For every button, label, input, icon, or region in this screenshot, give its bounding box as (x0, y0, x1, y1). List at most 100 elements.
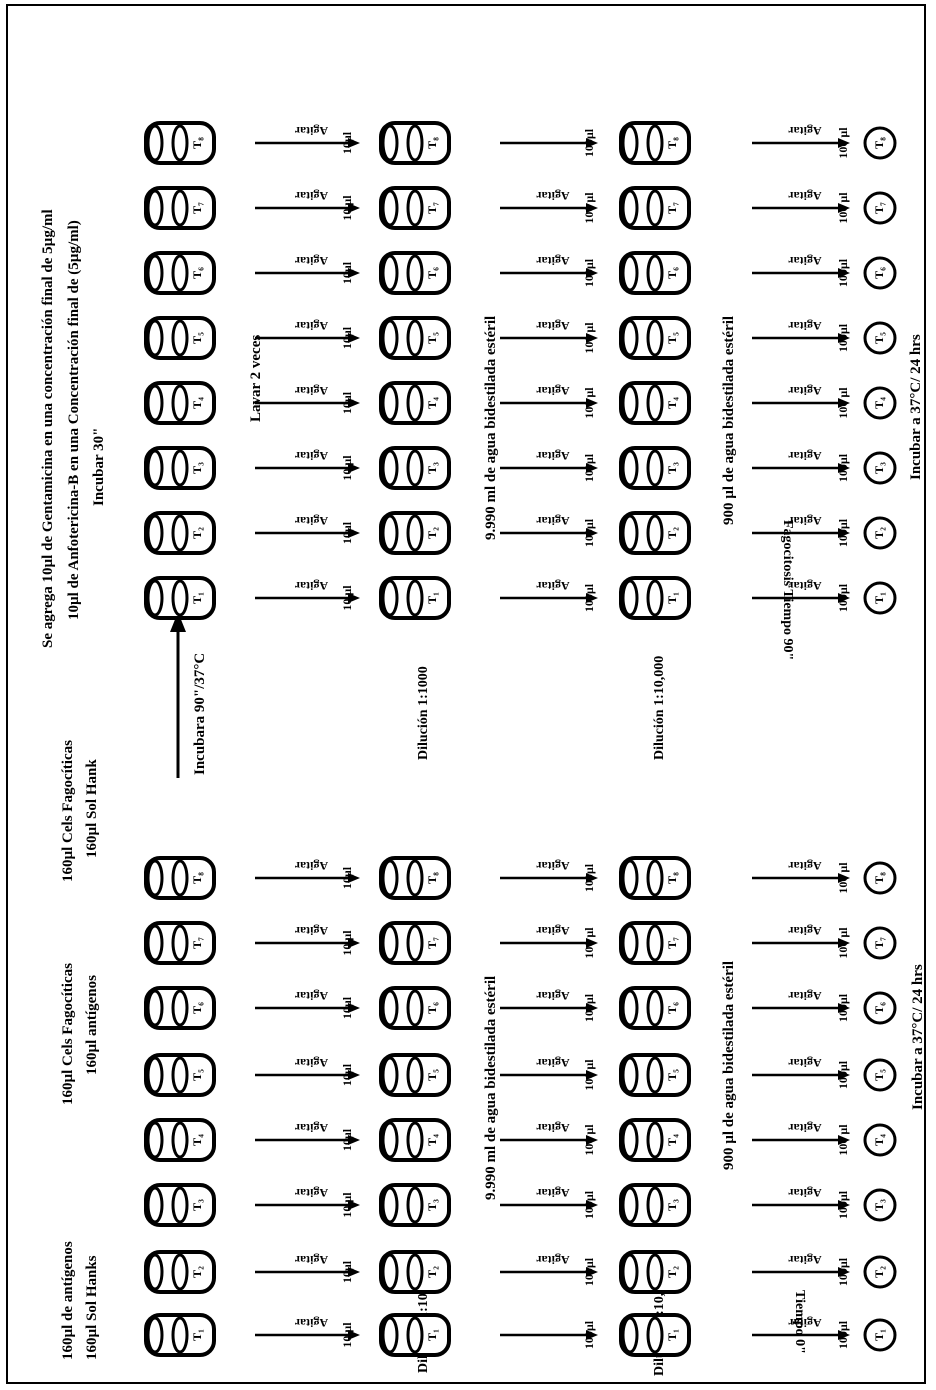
right-tube-row1-4: T₄ (146, 383, 214, 423)
left-agitar-label: Agitar (294, 1316, 328, 1330)
plate-label: T₇ (872, 937, 886, 949)
tube-body (146, 513, 214, 553)
volume-label: 100µl (836, 1257, 850, 1286)
tube-body (146, 923, 214, 963)
left-tube-row1-3: T₃ (146, 1185, 214, 1225)
left-tube-row1-5: T₅ (146, 1055, 214, 1095)
volume-label: 100µl (582, 993, 596, 1022)
tube-body (621, 578, 689, 618)
right-agitar-label: Agitar (294, 189, 328, 203)
plate-label: T₅ (872, 1069, 886, 1081)
tube-label: T₂ (425, 1266, 439, 1278)
left-agitar-label: Agitar (536, 859, 570, 873)
tube-label: T₄ (425, 1134, 439, 1146)
plate-label: T₅ (872, 332, 886, 344)
tube-label: T₁ (425, 1329, 439, 1341)
tube-label: T₄ (665, 397, 679, 409)
left-agitar-label: Agitar (536, 1121, 570, 1135)
volume-label: 100µl (582, 258, 596, 287)
left-tube-row3-8: T₈ (621, 858, 689, 898)
tube-label: T₁ (665, 592, 679, 604)
plate-label: T₃ (872, 462, 886, 474)
left-tube-row3-6: T₆ (621, 988, 689, 1028)
left-agitar-label: Agitar (294, 1056, 328, 1070)
plate-label: T₂ (872, 1266, 886, 1278)
tube-label: T₆ (190, 1002, 204, 1014)
tube-body (146, 1120, 214, 1160)
right-agitar-label: Agitar (536, 384, 570, 398)
right-agitar-label: Agitar (536, 449, 570, 463)
right-agitar-label: Agitar (788, 189, 822, 203)
volume-label: 10µl (340, 1128, 354, 1151)
right-agitar-label: Agitar (294, 319, 328, 333)
plate-label: T₄ (872, 397, 886, 409)
tube-label: T₅ (665, 1069, 679, 1081)
tube-label: T₃ (425, 462, 439, 474)
left-agitar-label: Agitar (294, 859, 328, 873)
right-agitar-label: Agitar (788, 514, 822, 528)
right-agitar-label: Agitar (536, 319, 570, 333)
left-tube-row1-7: T₇ (146, 923, 214, 963)
tube-label: T₆ (665, 1002, 679, 1014)
volume-label: 10µl (340, 391, 354, 414)
tube-body (146, 1315, 214, 1355)
plate-label: T₆ (872, 267, 886, 279)
right-tube-row3-1: T₁ (621, 578, 689, 618)
left-plate-2: T₂ (865, 1257, 895, 1287)
right-agitar-label: Agitar (536, 189, 570, 203)
left-agitar-label: Agitar (788, 1253, 822, 1267)
volume-label: 100 µl (836, 387, 850, 419)
volume-label: 100 µl (582, 1059, 596, 1091)
volume-label: 10 µl (340, 455, 354, 481)
tube-label: T₇ (425, 937, 439, 949)
left-agitar-label: Agitar (788, 1186, 822, 1200)
left-tube-row3-3: T₃ (621, 1185, 689, 1225)
right-tube-row3-6: T₆ (621, 253, 689, 293)
tube-label: T₄ (425, 397, 439, 409)
tube-body (381, 1055, 449, 1095)
tube-grid: T₁T₁T₁T₁AgitarAgitar10 µl100µl100µlT₂T₂T… (146, 123, 895, 1355)
volume-label: 10µl (340, 996, 354, 1019)
right-tube-row2-1: T₁ (381, 578, 449, 618)
left-agitar-label: Agitar (294, 1121, 328, 1135)
tube-label: T₂ (665, 1266, 679, 1278)
plate-label: T₂ (872, 527, 886, 539)
tube-label: T₇ (425, 202, 439, 214)
right-agitar-label: Agitar (536, 579, 570, 593)
volume-label: 100µl (836, 993, 850, 1022)
tube-body (621, 253, 689, 293)
tube-body (146, 123, 214, 163)
left-tube-row3-4: T₄ (621, 1120, 689, 1160)
right-tube-row1-8: T₈ (146, 123, 214, 163)
tube-label: T₆ (665, 267, 679, 279)
left-agitar-label: Agitar (788, 1056, 822, 1070)
right-header-2: 10µl de Anfotericina-B en una Concentrac… (66, 220, 82, 620)
right-dilution-1: Dilución 1:1000 (416, 666, 431, 760)
tube-body (381, 253, 449, 293)
right-agitar-label: Agitar (788, 579, 822, 593)
plate-label: T₄ (872, 1134, 886, 1146)
tube-body (621, 1252, 689, 1292)
right-tube-row3-5: T₅ (621, 318, 689, 358)
right-tube-row3-7: T₇ (621, 188, 689, 228)
left-header-4: 160µl antígenos (84, 975, 100, 1075)
left-plate-8: T₈ (865, 863, 895, 893)
volume-label: 100 µl (582, 192, 596, 224)
left-tube-row3-1: T₁ (621, 1315, 689, 1355)
plate-label: T₆ (872, 1002, 886, 1014)
volume-label: 100µl (836, 323, 850, 352)
tube-body (381, 578, 449, 618)
right-tube-row1-1: T₁ (146, 578, 214, 618)
right-plate-6: T₆ (865, 258, 895, 288)
volume-label: 100µl (582, 1320, 596, 1349)
left-agitar-label: Agitar (536, 1253, 570, 1267)
tube-body (381, 1185, 449, 1225)
tube-body (621, 318, 689, 358)
right-agitar-label: Agitar (294, 579, 328, 593)
tube-label: T₅ (190, 332, 204, 344)
volume-label: 100 µl (836, 127, 850, 159)
right-agitar-label: Agitar (294, 254, 328, 268)
volume-label: 10µl (340, 326, 354, 349)
left-water-1: 9.990 ml de agua bidestilada estéril (483, 976, 499, 1200)
